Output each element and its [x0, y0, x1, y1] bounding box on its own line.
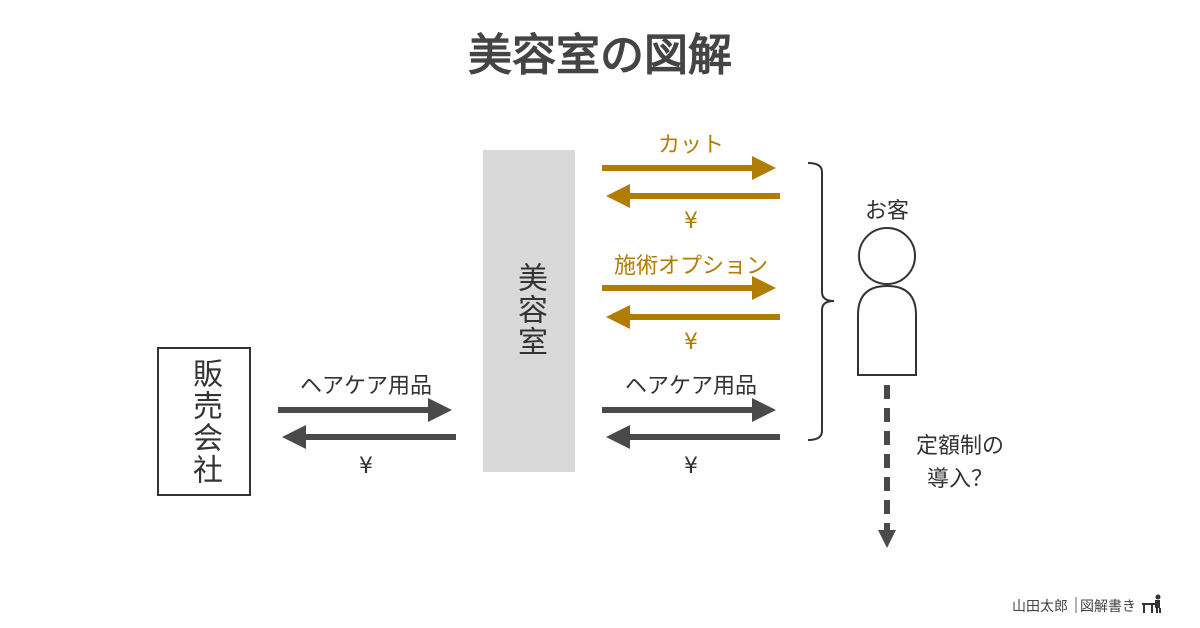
page-title: 美容室の図解 [468, 30, 732, 81]
person-at-desk-icon [1142, 594, 1161, 613]
salon-label: 美容室 [512, 262, 547, 358]
option-label: 施術オプション [614, 254, 768, 279]
left-payment-label: ¥ [359, 454, 373, 479]
footer-author: 山田太郎 [1012, 599, 1068, 615]
customer-head-icon [858, 227, 916, 285]
right-goods-label: ヘアケア用品 [625, 374, 757, 399]
customer-label: お客 [865, 199, 909, 224]
cut-payment-label: ¥ [684, 209, 698, 234]
option-payment-label: ¥ [684, 330, 698, 355]
customer-body-icon [857, 284, 917, 376]
salon-box [483, 150, 575, 472]
right-payment-label: ¥ [684, 454, 698, 479]
footer-brand: 図解書き [1080, 599, 1136, 615]
left-goods-label: ヘアケア用品 [300, 374, 432, 399]
supplier-label: 販売会社 [187, 357, 222, 486]
customer-bracket [807, 162, 835, 441]
question-line1: 定額制の [916, 434, 1004, 459]
cut-label: カット [658, 133, 724, 158]
question-line2: 導入？ [927, 467, 993, 492]
dashed-arrow-head [878, 530, 896, 548]
supplier-box [157, 347, 251, 496]
